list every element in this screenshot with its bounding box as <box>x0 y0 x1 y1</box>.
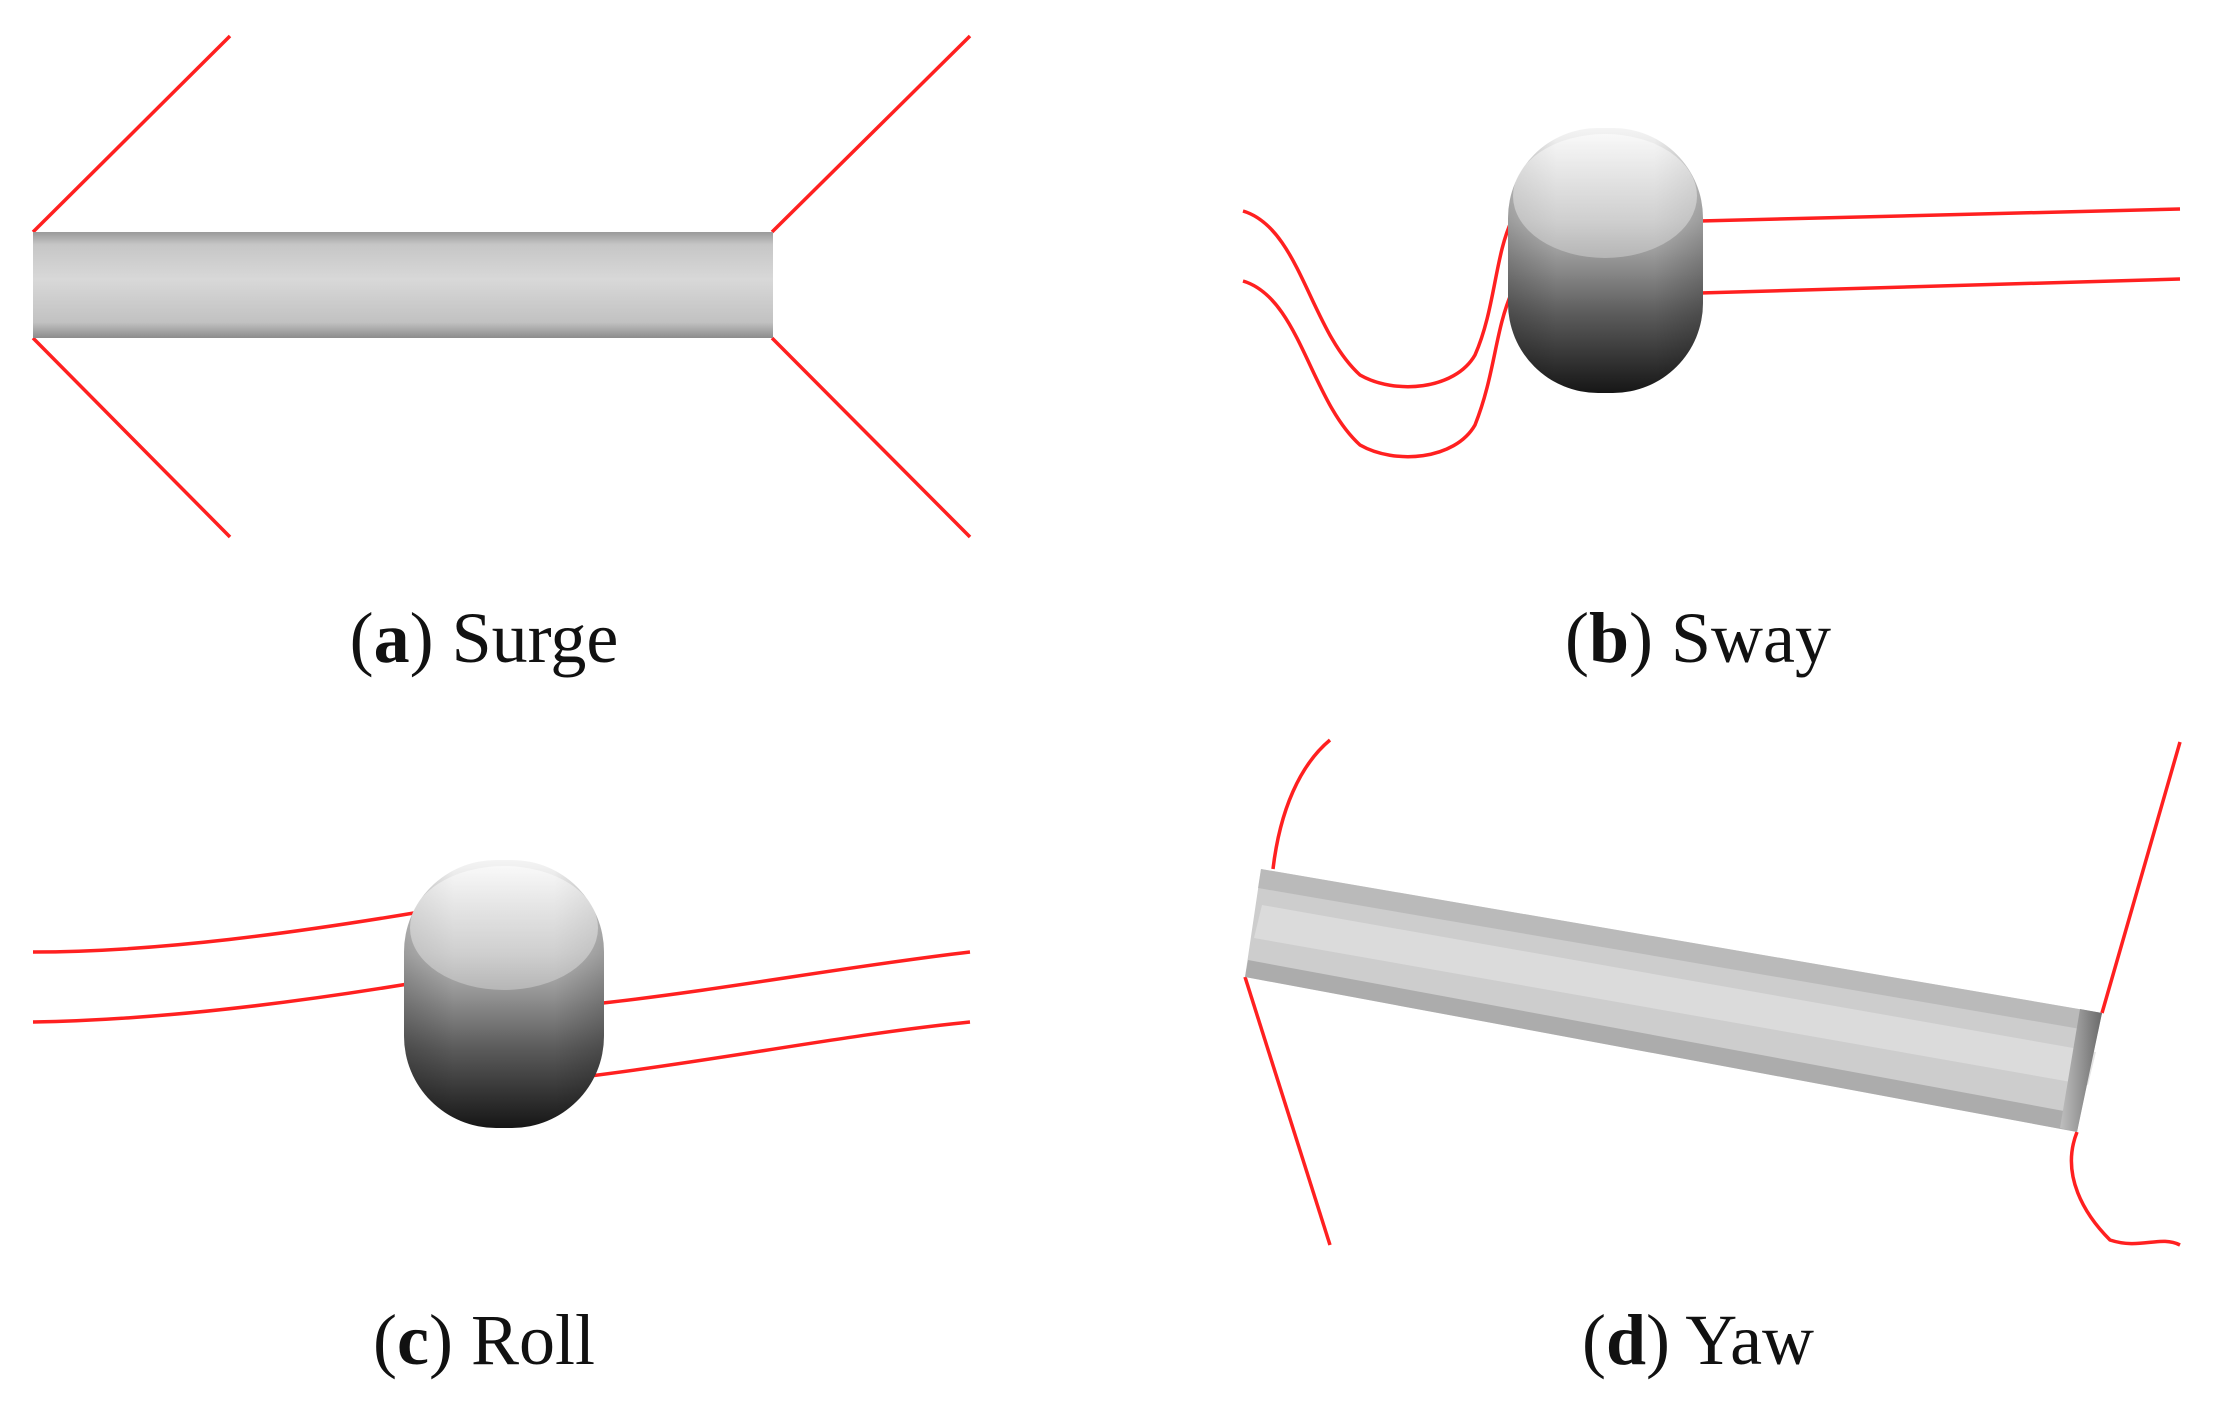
caption-label: Surge <box>451 598 619 678</box>
caption-surge: (a) Surge <box>349 598 619 678</box>
mooring-line <box>770 34 972 234</box>
mooring-line <box>1271 738 1332 870</box>
caption-yaw: (d) Yaw <box>1581 1300 1815 1380</box>
mooring-line <box>1699 207 2181 223</box>
mooring-lines-yaw <box>1243 738 2182 1247</box>
mooring-line <box>31 336 232 539</box>
mooring-line <box>602 950 971 1005</box>
mooring-line <box>2100 741 2182 1014</box>
panel-roll <box>32 860 971 1128</box>
mooring-lines-roll <box>32 910 971 1078</box>
cylinder-float-side-view <box>33 232 773 338</box>
mooring-line <box>32 980 421 1024</box>
mooring-line <box>1243 976 1332 1246</box>
panel-sway <box>1242 128 2181 459</box>
mooring-line <box>770 336 972 539</box>
cylinder-float-end-view <box>1508 128 1703 393</box>
panel-yaw <box>1243 738 2182 1247</box>
mooring-line <box>31 34 232 234</box>
mooring-line <box>32 910 421 954</box>
caption-letter: c <box>397 1300 429 1380</box>
cylinder-float-rotated <box>1245 869 2102 1132</box>
mooring-line <box>589 1020 971 1078</box>
caption-letter: d <box>1605 1300 1646 1380</box>
panel-surge <box>31 34 972 539</box>
mooring-lines-sway <box>1242 207 2181 459</box>
mooring-lines-surge <box>31 34 972 539</box>
caption-label: Sway <box>1671 598 1832 678</box>
cylinder-float-end-view <box>404 860 604 1128</box>
mooring-line <box>2069 1131 2181 1247</box>
caption-sway: (b) Sway <box>1564 598 1832 678</box>
caption-label: Roll <box>470 1300 595 1380</box>
mooring-line <box>1242 209 1514 389</box>
mooring-line <box>1242 279 1514 459</box>
caption-letter: a <box>373 598 410 678</box>
caption-roll: (c) Roll <box>373 1300 595 1380</box>
mooring-line <box>1699 277 2181 295</box>
caption-letter: b <box>1588 598 1630 678</box>
caption-label: Yaw <box>1685 1300 1815 1380</box>
